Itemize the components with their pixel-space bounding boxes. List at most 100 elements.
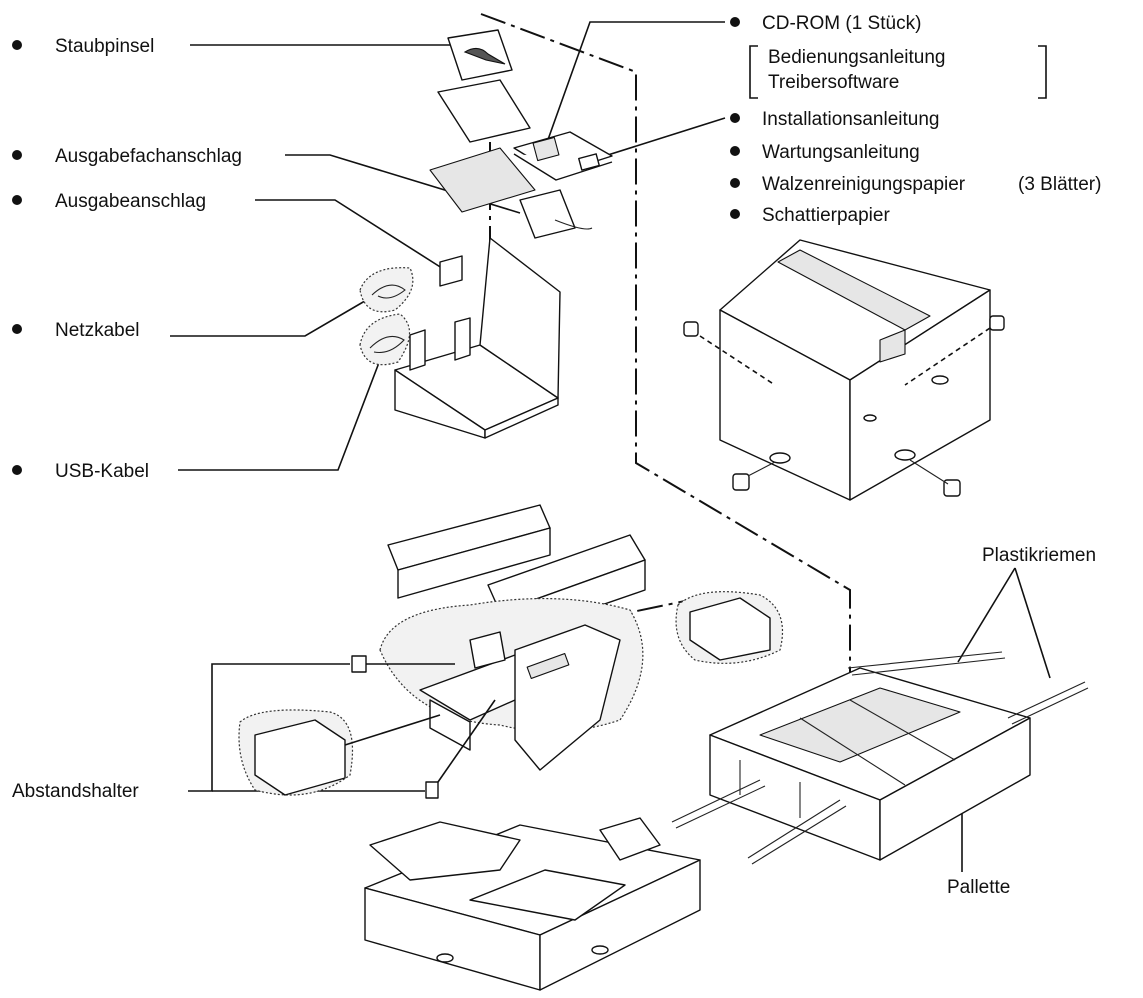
bullet (12, 40, 22, 50)
tray-hole (591, 945, 609, 955)
spacer-line (437, 699, 496, 783)
label-usb-kabel: USB-Kabel (55, 461, 149, 482)
box-lid (479, 237, 561, 399)
carton-tape (777, 249, 931, 331)
label-walzenreinigungspapier: Walzenreinigungspapier (762, 174, 966, 195)
pallet (671, 651, 1089, 865)
clip-path (904, 327, 991, 386)
strap (554, 219, 593, 230)
bullet (12, 465, 22, 475)
bottom-tray (364, 817, 701, 991)
leader-line (1014, 567, 1051, 679)
power-cable-coil (371, 284, 406, 299)
carton-hole (863, 414, 877, 422)
leader-line (544, 21, 725, 149)
leader-line (170, 297, 371, 337)
bracket-right (1038, 45, 1047, 99)
foam-top-left-side (397, 527, 551, 599)
plastic-strap (847, 651, 1003, 669)
carton-hole (894, 449, 916, 461)
box-divider (454, 317, 471, 361)
label-netzkabel: Netzkabel (55, 320, 140, 341)
bullet (730, 113, 740, 123)
cd-rom-disc (532, 136, 560, 162)
output-stop (519, 189, 576, 239)
clip-path (747, 461, 776, 477)
usb-cable-bag (359, 313, 411, 366)
carton-hole (769, 452, 791, 464)
tray-box-left (254, 719, 346, 796)
leader-line (255, 199, 446, 271)
label-ausgabeanschlag: Ausgabeanschlag (55, 191, 206, 212)
bottom-foam-right (469, 869, 626, 921)
plastic-strap (747, 799, 841, 859)
carton-clip (732, 473, 750, 491)
bottom-foam-corner (599, 817, 661, 861)
folded-stop (439, 255, 463, 287)
scanner-body (514, 624, 621, 771)
bracket-left (749, 45, 758, 99)
carton-clip (989, 315, 1005, 331)
tray-hole (436, 953, 454, 963)
label-treibersoftware: Treibersoftware (768, 72, 899, 93)
plastic-strap (671, 779, 761, 823)
bullet (12, 195, 22, 205)
bullet (730, 146, 740, 156)
cushion-bag (437, 79, 531, 143)
label-installationsanleitung: Installationsanleitung (762, 109, 939, 130)
bullet (730, 178, 740, 188)
clip-path (699, 335, 776, 386)
carton-right (849, 289, 991, 501)
pallet-right (879, 717, 1031, 861)
spacer-bottom (425, 781, 439, 799)
accessory-stack (429, 29, 613, 287)
bullet (12, 150, 22, 160)
plastic-strap (751, 805, 847, 865)
plastic-strap (1007, 681, 1086, 719)
label-pallette: Pallette (947, 877, 1010, 898)
scanner-assembly (379, 598, 644, 771)
label-group-right: CD-ROM (1 Stück) Bedienungsanleitung Tre… (544, 13, 1101, 898)
bottom-tray-right (539, 859, 701, 991)
label-schattierpapier: Schattierpapier (762, 205, 890, 226)
bottom-foam-left (369, 821, 521, 881)
leader-line (178, 359, 381, 471)
tray-box-right (689, 597, 771, 661)
label-bedienungsanleitung: Bedienungsanleitung (768, 47, 946, 68)
bullet (12, 324, 22, 334)
plastic-strap (851, 657, 1006, 676)
label-wartungsanleitung: Wartungsanleitung (762, 142, 920, 163)
scanner-display (526, 652, 570, 680)
spacer-top (351, 655, 367, 673)
carton-clip (683, 321, 699, 337)
cable-bags (359, 267, 414, 366)
leader-line (957, 567, 1016, 663)
label-cd-rom: CD-ROM (1 Stück) (762, 13, 921, 34)
accessory-box (394, 237, 561, 439)
bullet (730, 209, 740, 219)
tray-box-line (344, 714, 441, 746)
carton (683, 239, 1005, 501)
usb-cable-coil (369, 335, 405, 354)
output-tray-stop (429, 147, 536, 213)
power-cable-bag (359, 267, 414, 313)
box-divider (409, 329, 426, 371)
label-plastikriemen: Plastikriemen (982, 545, 1096, 566)
label-walzen-count: (3 Blätter) (1018, 174, 1101, 195)
label-group-left: Staubpinsel Ausgabefachanschlag Ausgabea… (12, 36, 521, 802)
clip-path (909, 459, 949, 485)
label-ausgabefachanschlag: Ausgabefachanschlag (55, 146, 242, 167)
plastic-strap (1011, 687, 1089, 725)
pallet-slats (759, 687, 961, 763)
pallet-slat-line (799, 717, 906, 786)
plastic-strap (675, 785, 766, 829)
leader-line (188, 663, 350, 792)
spacers (238, 591, 784, 799)
label-staubpinsel: Staubpinsel (55, 36, 154, 57)
label-abstandshalter: Abstandshalter (12, 781, 139, 802)
pallet-slat-line (849, 699, 956, 761)
carton-tape-end (879, 329, 906, 363)
scanner-guide (469, 631, 506, 669)
dust-brush-icon (463, 47, 506, 65)
